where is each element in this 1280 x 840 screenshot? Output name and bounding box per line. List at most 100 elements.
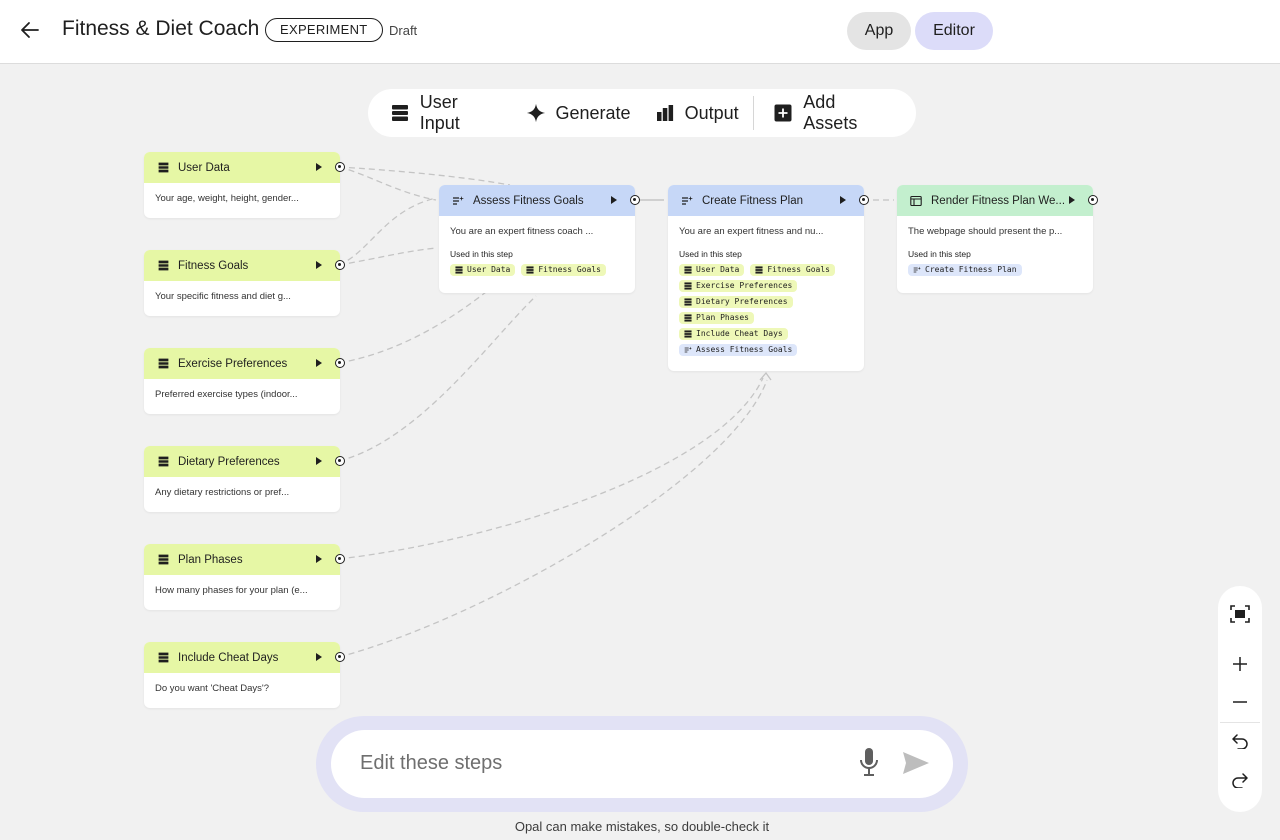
node-header: Exercise Preferences <box>144 348 345 379</box>
run-step-icon[interactable] <box>316 359 322 367</box>
node-user-data[interactable]: User Data Your age, weight, height, gend… <box>144 152 345 218</box>
used-chips: User Data Fitness Goals <box>450 264 624 276</box>
used-in-step-label: Used in this step <box>679 249 742 259</box>
node-fitness-goals[interactable]: Fitness Goals Your specific fitness and … <box>144 250 345 316</box>
node-title: Assess Fitness Goals <box>473 194 584 207</box>
experiment-badge: EXPERIMENT <box>265 18 383 42</box>
node-header: Fitness Goals <box>144 250 345 281</box>
add-assets-label: Add Assets <box>803 92 858 133</box>
canvas-controls <box>1218 586 1262 812</box>
generate-step-icon <box>451 194 465 208</box>
run-step-icon[interactable] <box>611 196 617 204</box>
fit-to-screen-icon[interactable] <box>1218 599 1262 629</box>
user-input-icon <box>526 266 534 274</box>
output-port[interactable] <box>1088 195 1098 205</box>
user-input-button[interactable]: User Input <box>390 92 502 134</box>
node-exercise-preferences[interactable]: Exercise Preferences Preferred exercise … <box>144 348 345 414</box>
editor-mode-button[interactable]: Editor <box>915 12 993 50</box>
generate-step-icon <box>913 266 921 273</box>
edge-exercise-create <box>338 291 487 364</box>
node-plan-phases[interactable]: Plan Phases How many phases for your pla… <box>144 544 345 610</box>
output-port[interactable] <box>335 456 345 466</box>
run-step-icon[interactable] <box>840 196 846 204</box>
node-title: Exercise Preferences <box>178 357 288 370</box>
edge-fitnessgoals-create <box>338 197 437 266</box>
add-assets-button[interactable]: Add Assets <box>774 92 892 134</box>
generate-label: Generate <box>555 102 631 123</box>
node-render-fitness-plan[interactable]: Render Fitness Plan We... The webpage sh… <box>897 185 1098 293</box>
generate-step-icon <box>680 194 694 208</box>
user-input-icon <box>156 357 170 371</box>
output-port[interactable] <box>630 195 640 205</box>
user-input-icon <box>156 259 170 273</box>
chip-plan-phases: Plan Phases <box>679 312 754 324</box>
chip-user-data: User Data <box>450 264 516 276</box>
node-description: The webpage should present the p... <box>908 226 1063 237</box>
output-port[interactable] <box>335 358 345 368</box>
top-bar: Fitness & Diet Coach EXPERIMENT Draft Ap… <box>0 0 1280 64</box>
user-input-icon <box>684 314 692 322</box>
node-title: Render Fitness Plan We... <box>931 194 1066 207</box>
chip-include-cheat-days: Include Cheat Days <box>679 328 788 340</box>
run-step-icon[interactable] <box>316 261 322 269</box>
microphone-icon[interactable] <box>855 746 883 778</box>
output-port[interactable] <box>335 652 345 662</box>
node-header: Include Cheat Days <box>144 642 345 673</box>
chip-user-data: User Data <box>679 264 745 276</box>
run-step-icon[interactable] <box>316 555 322 563</box>
run-step-icon[interactable] <box>316 457 322 465</box>
edit-steps-input[interactable] <box>360 748 820 778</box>
generate-step-icon <box>684 346 692 353</box>
edge-cheat-create <box>338 379 768 658</box>
node-header: Assess Fitness Goals <box>439 185 640 216</box>
run-step-icon[interactable] <box>316 163 322 171</box>
used-in-step-label: Used in this step <box>908 249 971 259</box>
edge-fitnessgoals-assess <box>338 247 437 266</box>
node-dietary-preferences[interactable]: Dietary Preferences Any dietary restrict… <box>144 446 345 512</box>
output-port[interactable] <box>335 554 345 564</box>
run-step-icon[interactable] <box>1069 196 1075 204</box>
user-input-icon <box>156 161 170 175</box>
zoom-in-icon[interactable] <box>1218 649 1262 679</box>
node-description: Do you want 'Cheat Days'? <box>155 683 269 694</box>
add-box-icon <box>774 103 794 123</box>
node-title: Include Cheat Days <box>178 651 279 664</box>
output-label: Output <box>684 102 739 123</box>
chip-assess-fitness-goals: Assess Fitness Goals <box>679 344 798 356</box>
output-port[interactable] <box>859 195 869 205</box>
user-input-icon <box>156 651 170 665</box>
chip-create-fitness-plan: Create Fitness Plan <box>908 264 1022 276</box>
node-description: How many phases for your plan (e... <box>155 585 308 596</box>
chip-dietary-preferences: Dietary Preferences <box>679 296 793 308</box>
zoom-out-icon[interactable] <box>1218 687 1262 717</box>
app-mode-button[interactable]: App <box>847 12 911 50</box>
node-include-cheat-days[interactable]: Include Cheat Days Do you want 'Cheat Da… <box>144 642 345 708</box>
node-assess-fitness-goals[interactable]: Assess Fitness Goals You are an expert f… <box>439 185 640 293</box>
user-input-icon <box>390 103 410 123</box>
output-port[interactable] <box>335 260 345 270</box>
output-port[interactable] <box>335 162 345 172</box>
user-input-icon <box>684 282 692 290</box>
send-icon[interactable] <box>900 748 932 778</box>
node-description: Preferred exercise types (indoor... <box>155 389 298 400</box>
generate-button[interactable]: Generate <box>526 103 631 124</box>
node-header: Create Fitness Plan <box>668 185 869 216</box>
sparkle-icon <box>526 103 546 123</box>
disclaimer-text: Opal can make mistakes, so double-check … <box>514 819 770 834</box>
node-create-fitness-plan[interactable]: Create Fitness Plan You are an expert fi… <box>668 185 869 371</box>
node-description: Your specific fitness and diet g... <box>155 291 291 302</box>
node-description: Any dietary restrictions or pref... <box>155 487 290 498</box>
node-description: You are an expert fitness and nu... <box>679 226 824 237</box>
node-title: Create Fitness Plan <box>702 194 803 207</box>
back-arrow-icon[interactable] <box>16 16 44 44</box>
user-input-icon <box>156 553 170 567</box>
user-input-icon <box>755 266 763 274</box>
user-input-icon <box>455 266 463 274</box>
node-header: Render Fitness Plan We... <box>897 185 1098 216</box>
undo-icon[interactable] <box>1218 726 1262 756</box>
run-step-icon[interactable] <box>316 653 322 661</box>
used-chips: User Data Fitness Goals Exercise Prefere… <box>679 264 853 356</box>
output-button[interactable]: Output <box>655 103 739 124</box>
redo-icon[interactable] <box>1218 765 1262 795</box>
edge-dietary-create <box>338 295 537 462</box>
